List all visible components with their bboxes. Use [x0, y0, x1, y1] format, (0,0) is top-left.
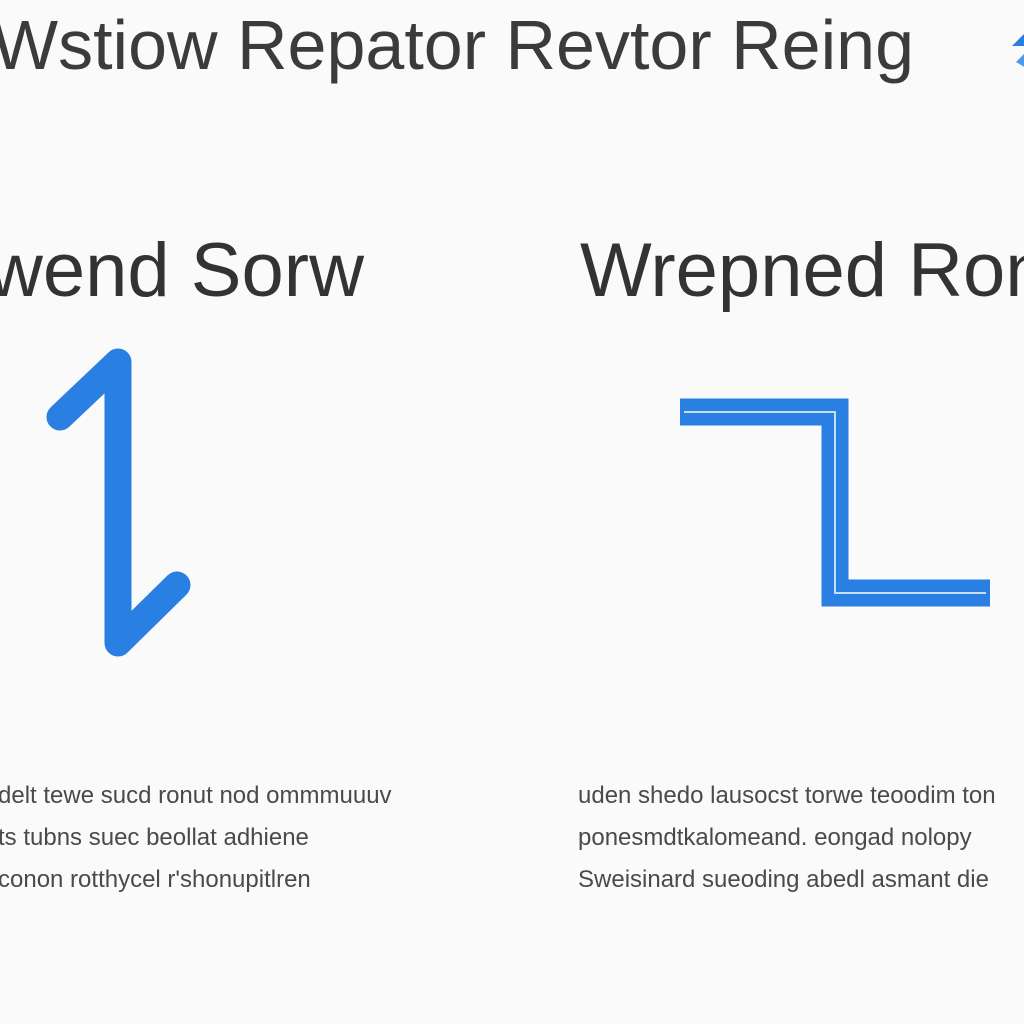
- caption-line: Sweisinard sueoding abedl asmant die: [578, 866, 989, 893]
- right-panel-heading: Wrepned Ron: [580, 228, 1024, 313]
- caption-line: uden shedo lausocst torwe teoodim ton: [578, 782, 996, 809]
- left-panel-caption: delt tewe sucd ronut nod ommmuuuv ts tub…: [0, 775, 392, 901]
- caption-line: ts tubns suec beollat adhiene: [0, 824, 309, 851]
- left-panel-heading: wend Sorw: [0, 228, 364, 313]
- caption-line: ponesmdtkalomeand. eongad nolopy: [578, 824, 972, 851]
- step-connector-icon: [680, 398, 990, 607]
- page-title: Wstiow Repator Revtor Reing: [0, 6, 914, 84]
- up-down-arrow-icon: [46, 348, 191, 657]
- arrow-up-icon: [1012, 34, 1024, 67]
- caption-line: conon rotthycel r'shonupitlren: [0, 866, 311, 893]
- caption-line: delt tewe sucd ronut nod ommmuuuv: [0, 782, 392, 809]
- right-panel-caption: uden shedo lausocst torwe teoodim ton po…: [578, 775, 996, 901]
